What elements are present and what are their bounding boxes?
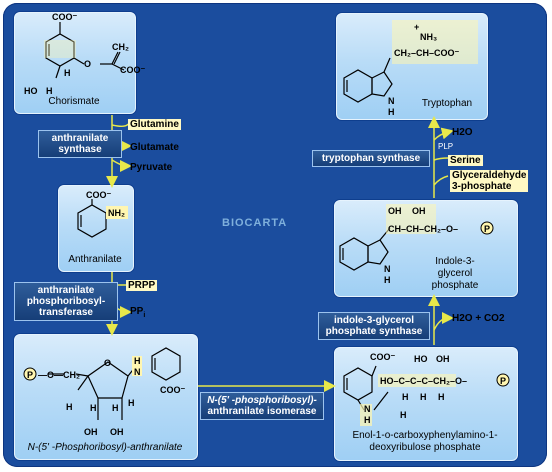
svg-text:OH: OH: [412, 206, 426, 216]
svg-text:H: H: [400, 410, 407, 420]
pr-anthranilate-label: N-(5' -Phosphoribosyl)-anthranilate: [27, 442, 183, 453]
chorismate-coo: COO⁻: [52, 12, 78, 22]
enol-label-1: Enol-1-o-carboxyphenylamino-1-: [352, 430, 498, 441]
enzyme-tryptophan-synthase: tryptophan synthase: [312, 150, 430, 167]
metabolite-plp: PLP: [438, 142, 454, 151]
biocarta-watermark: BIOCARTA: [222, 217, 288, 229]
svg-text:CH–CH–CH₂–O–: CH–CH–CH₂–O–: [388, 224, 458, 234]
svg-text:H: H: [420, 392, 427, 402]
svg-text:OH: OH: [84, 427, 98, 437]
svg-text:H: H: [66, 402, 73, 412]
metabolite-h2o: H2O: [452, 127, 473, 138]
svg-text:H: H: [128, 398, 135, 408]
svg-text:—O—CH₂: —O—CH₂: [38, 370, 80, 380]
svg-text:NH₂: NH₂: [108, 208, 125, 218]
chorismate-ch2: CH₂: [112, 42, 129, 52]
enzyme-pr-anthranilate-isomerase: N-(5' -phosphoribosyl)- anthranilate iso…: [200, 392, 324, 420]
metabolite-g3p: Glyceraldehyde 3-phosphate: [450, 170, 529, 192]
svg-text:N: N: [134, 367, 141, 377]
svg-text:H: H: [134, 356, 141, 366]
svg-text:N: N: [388, 96, 395, 106]
svg-text:COO⁻: COO⁻: [86, 190, 112, 200]
svg-text:P: P: [500, 376, 506, 386]
enol-label-2: deoxyribulose phosphate: [369, 442, 481, 453]
indole-glycerol-label-1: Indole-3-: [435, 256, 475, 267]
metabolite-prpp: PRPP: [126, 280, 158, 291]
chorismate-ring-highlight: [44, 40, 76, 58]
metabolite-glutamine: Glutamine: [128, 119, 181, 130]
chorismate-box: [14, 12, 136, 114]
chorismate-coo2: COO⁻: [120, 65, 146, 75]
svg-text:H: H: [438, 392, 445, 402]
svg-text:H: H: [384, 275, 391, 285]
anthranilate-box: [58, 185, 134, 272]
svg-text:OH: OH: [388, 206, 402, 216]
svg-text:H: H: [402, 392, 409, 402]
anthranilate-structure: [77, 199, 110, 238]
chorismate-ho: HO: [24, 86, 38, 96]
indole-glycerol-label-2: glycerol: [437, 268, 473, 279]
svg-text:O: O: [104, 358, 111, 368]
svg-text:H: H: [112, 403, 119, 413]
pr-anthranilate-box: [14, 334, 198, 460]
svg-text:COO⁻: COO⁻: [160, 385, 186, 395]
svg-text:N: N: [364, 404, 371, 414]
enzyme-anthranilate-phosphoribosyltransferase: anthranilate phosphoribosyl- transferase: [14, 282, 118, 321]
metabolite-glutamate: Glutamate: [130, 142, 179, 153]
chorismate-label: Chorismate: [48, 96, 100, 107]
svg-text:H: H: [90, 403, 97, 413]
metabolite-serine: Serine: [448, 155, 483, 166]
tryptophan-structure: [343, 57, 393, 103]
svg-text:NH₃: NH₃: [420, 32, 437, 42]
tryptophan-label: Tryptophan: [421, 98, 473, 109]
anthranilate-label: Anthranilate: [68, 254, 122, 265]
chorismate-h: H: [64, 68, 71, 78]
svg-text:CH₂–CH–COO⁻: CH₂–CH–COO⁻: [394, 48, 460, 58]
metabolite-pyruvate: Pyruvate: [130, 162, 173, 173]
indole-glycerol-structure: [339, 227, 391, 271]
chorismate-structure: [45, 22, 125, 79]
pr-anthranilate-structure: [48, 347, 181, 420]
chorismate-o: O: [84, 59, 91, 69]
chorismate-h2: H: [46, 86, 53, 96]
svg-text:COO⁻: COO⁻: [370, 352, 396, 362]
svg-text:+: +: [414, 22, 419, 32]
enzyme-indole-3-glycerol-phosphate-synthase: indole-3-glycerol phosphate synthase: [318, 312, 430, 340]
metabolite-h2o-co2: H2O + CO2: [452, 313, 505, 324]
svg-text:N: N: [384, 264, 391, 274]
svg-text:HO: HO: [414, 354, 428, 364]
svg-text:OH: OH: [110, 427, 124, 437]
svg-text:HO–C–C–C–CH₂–O–: HO–C–C–C–CH₂–O–: [380, 376, 467, 386]
metabolite-ppi: PPi: [130, 306, 146, 319]
svg-text:P: P: [484, 224, 490, 234]
indole-glycerol-label-3: phosphate: [431, 280, 479, 291]
enzyme-anthranilate-synthase: anthranilate synthase: [38, 130, 122, 158]
svg-text:H: H: [364, 415, 371, 425]
svg-text:OH: OH: [436, 354, 450, 364]
svg-text:P: P: [27, 370, 33, 380]
svg-text:H: H: [388, 107, 395, 117]
